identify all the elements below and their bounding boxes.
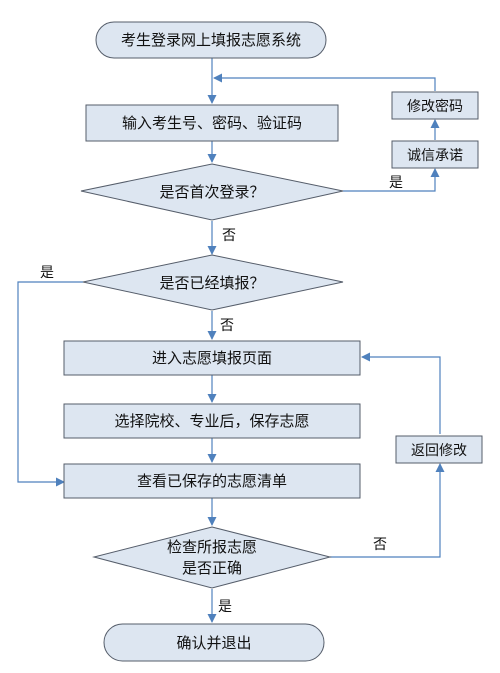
- honesty-node-label: 诚信承诺: [407, 148, 463, 164]
- view-list-node: 查看已保存的志愿清单: [63, 463, 361, 499]
- end-node: 确认并退出: [103, 623, 325, 662]
- return-edit-node-label: 返回修改: [411, 443, 467, 459]
- arrow-check-no: [330, 463, 445, 558]
- label-no-check: 否: [373, 537, 387, 553]
- input-node-label: 输入考生号、密码、验证码: [122, 114, 302, 132]
- label-no-first-login: 否: [222, 228, 236, 244]
- decision-filled: 是否已经填报？: [82, 254, 344, 311]
- arrow-yes-to-honesty: [343, 168, 440, 192]
- label-yes-check: 是: [218, 599, 232, 615]
- decision-first-login: 是否首次登录？: [80, 163, 344, 221]
- select-node: 选择院校、专业后，保存志愿: [63, 403, 361, 439]
- edge-labels: 是 否 是 否 否 是: [40, 175, 403, 615]
- return-edit-node: 返回修改: [395, 435, 483, 464]
- connectors: [17, 58, 445, 623]
- decision-first-login-label: 是否首次登录？: [159, 183, 264, 201]
- enter-page-node-label: 进入志愿填报页面: [152, 349, 272, 367]
- end-node-label: 确认并退出: [176, 634, 251, 652]
- decision-filled-label: 是否已经填报？: [159, 274, 264, 292]
- select-node-label: 选择院校、专业后，保存志愿: [114, 412, 309, 430]
- input-node: 输入考生号、密码、验证码: [85, 104, 339, 142]
- label-yes-first-login: 是: [389, 175, 403, 191]
- label-no-filled: 否: [220, 318, 234, 334]
- start-node: 考生登录网上填报志愿系统: [95, 21, 327, 59]
- change-password-node-label: 修改密码: [407, 98, 463, 115]
- decision-check-label-line2: 是否正确: [182, 559, 242, 577]
- view-list-node-label: 查看已保存的志愿清单: [137, 472, 287, 490]
- decision-check: 检查所报志愿 是否正确: [92, 526, 332, 589]
- honesty-node: 诚信承诺: [391, 140, 479, 169]
- decision-check-label-line1: 检查所报志愿: [167, 538, 257, 556]
- arrow-return-to-enter: [361, 352, 441, 434]
- start-node-label: 考生登录网上填报志愿系统: [121, 31, 301, 49]
- label-yes-filled: 是: [40, 265, 54, 281]
- arrow-password-to-main: [213, 73, 436, 91]
- arrow-decision2-yes: [17, 281, 83, 487]
- enter-page-node: 进入志愿填报页面: [63, 340, 361, 376]
- change-password-node: 修改密码: [391, 91, 479, 120]
